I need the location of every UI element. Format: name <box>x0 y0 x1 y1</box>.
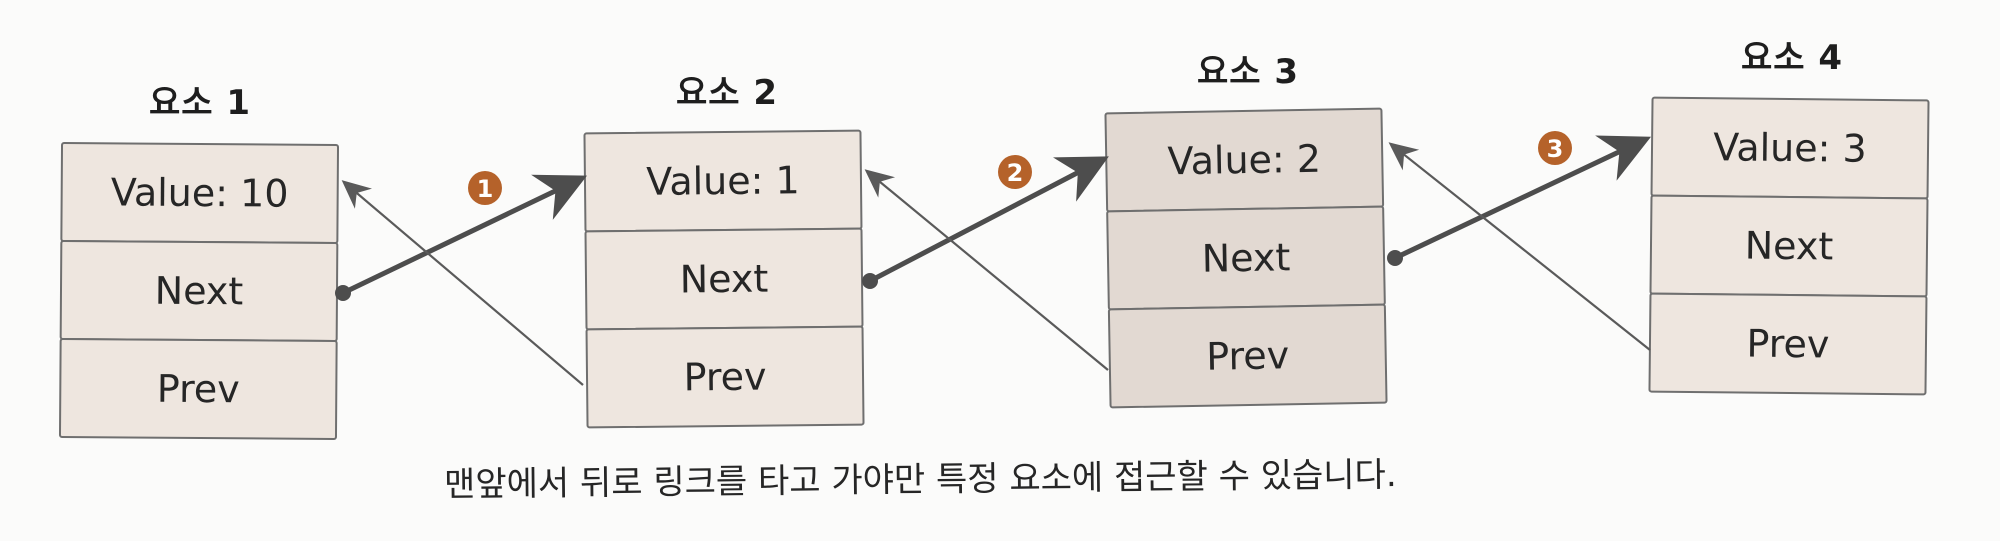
next-link-3-to-4 <box>1393 135 1652 261</box>
node-3-title: 요소 3 <box>1196 52 1300 92</box>
step-badge-2-label: 2 <box>1007 159 1024 187</box>
node-1: Value: 10 Next Prev <box>58 142 340 440</box>
node-4-title: 요소 4 <box>1740 38 1844 78</box>
node-2-next-cell: Next <box>584 227 864 331</box>
diagram-caption-text: 맨앞에서 뒤로 링크를 타고 가야만 특정 요소에 접근할 수 있습니다. <box>443 455 1397 505</box>
next-link-3-origin-dot <box>1387 250 1403 266</box>
step-badge-1-label: 1 <box>477 175 494 203</box>
step-badge-3: 3 <box>1538 131 1572 165</box>
next-link-2-origin-dot <box>862 273 878 289</box>
node-2: Value: 1 Next Prev <box>583 129 865 429</box>
node-3: Value: 2 Next Prev <box>1104 107 1388 409</box>
step-badge-1: 1 <box>468 171 502 205</box>
diagram-caption: 맨앞에서 뒤로 링크를 타고 가야만 특정 요소에 접근할 수 있습니다. <box>0 452 2000 505</box>
node-2-title: 요소 2 <box>675 73 779 113</box>
node-2-value-cell: Value: 1 <box>583 129 863 233</box>
node-4-value-cell: Value: 3 <box>1650 96 1930 200</box>
prev-link-3-to-2 <box>864 169 1109 371</box>
step-badge-3-label: 3 <box>1547 135 1564 163</box>
next-link-1-to-2 <box>341 174 588 296</box>
next-link-2-to-3 <box>868 156 1109 284</box>
node-4-next-cell: Next <box>1649 194 1929 298</box>
step-badge-2: 2 <box>998 155 1032 189</box>
node-3-next-cell: Next <box>1106 205 1386 311</box>
node-3-prev-cell: Prev <box>1107 303 1388 409</box>
node-1-prev-cell: Prev <box>58 338 338 440</box>
node-1-next-cell: Next <box>59 240 339 342</box>
node-1-title: 요소 1 <box>148 83 252 123</box>
node-4: Value: 3 Next Prev <box>1648 96 1930 396</box>
node-3-value-cell: Value: 2 <box>1104 107 1385 213</box>
prev-link-4-to-3 <box>1388 142 1651 351</box>
prev-link-2-to-1 <box>341 180 584 386</box>
node-2-prev-cell: Prev <box>585 325 865 429</box>
node-4-prev-cell: Prev <box>1648 292 1928 396</box>
node-1-value-cell: Value: 10 <box>60 142 340 244</box>
